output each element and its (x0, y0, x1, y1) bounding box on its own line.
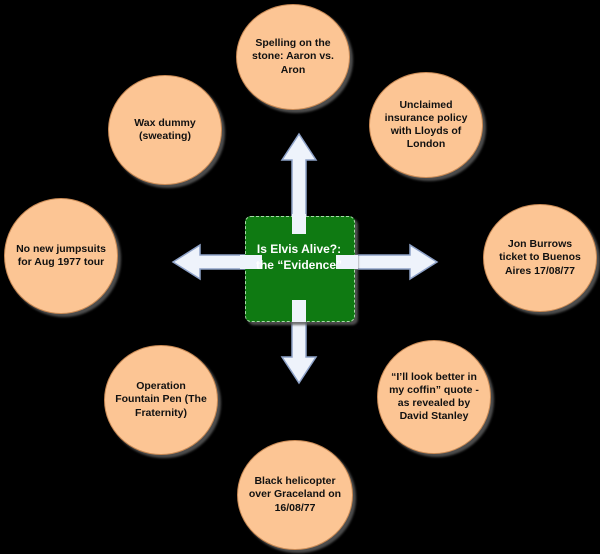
node-ticket: Jon Burrows ticket to Buenos Aires 17/08… (483, 204, 597, 312)
arrow-right-stub (336, 255, 358, 269)
node-coffin: “I’ll look better in my coffin” quote -a… (377, 340, 491, 454)
node-fountain-pen-text: Operation Fountain Pen (The Fraternity) (115, 380, 207, 419)
node-coffin-text: “I’ll look better in my coffin” quote -a… (389, 370, 479, 423)
center-title: Is Elvis Alive?: the “Evidence” (245, 242, 353, 273)
arrow-up-stub (292, 214, 306, 234)
node-helicopter-text: Black helicopter over Graceland on 16/08… (248, 475, 342, 514)
center-title-line2: the “Evidence” (255, 257, 343, 272)
node-fountain-pen: Operation Fountain Pen (The Fraternity) (104, 345, 218, 455)
node-helicopter: Black helicopter over Graceland on 16/08… (237, 440, 353, 550)
node-spelling-text: Spelling on the stone: Aaron vs. Aron (252, 37, 334, 76)
node-jumpsuits: No new jumpsuits for Aug 1977 tour (4, 198, 118, 314)
arrow-left-stub (240, 255, 262, 269)
arrow-down-stub (292, 300, 306, 322)
center-title-line1: Is Elvis Alive?: (256, 242, 342, 256)
node-wax-dummy-text: Wax dummy (sweating) (134, 116, 196, 142)
node-insurance: Unclaimed insurance policy with Lloyds o… (369, 72, 483, 178)
node-ticket-text: Jon Burrows ticket to Buenos Aires 17/08… (499, 238, 581, 277)
node-wax-dummy: Wax dummy (sweating) (108, 75, 222, 185)
node-jumpsuits-text: No new jumpsuits for Aug 1977 tour (16, 242, 106, 268)
node-spelling: Spelling on the stone: Aaron vs. Aron (236, 4, 350, 110)
node-insurance-text: Unclaimed insurance policy with Lloyds o… (384, 98, 468, 151)
